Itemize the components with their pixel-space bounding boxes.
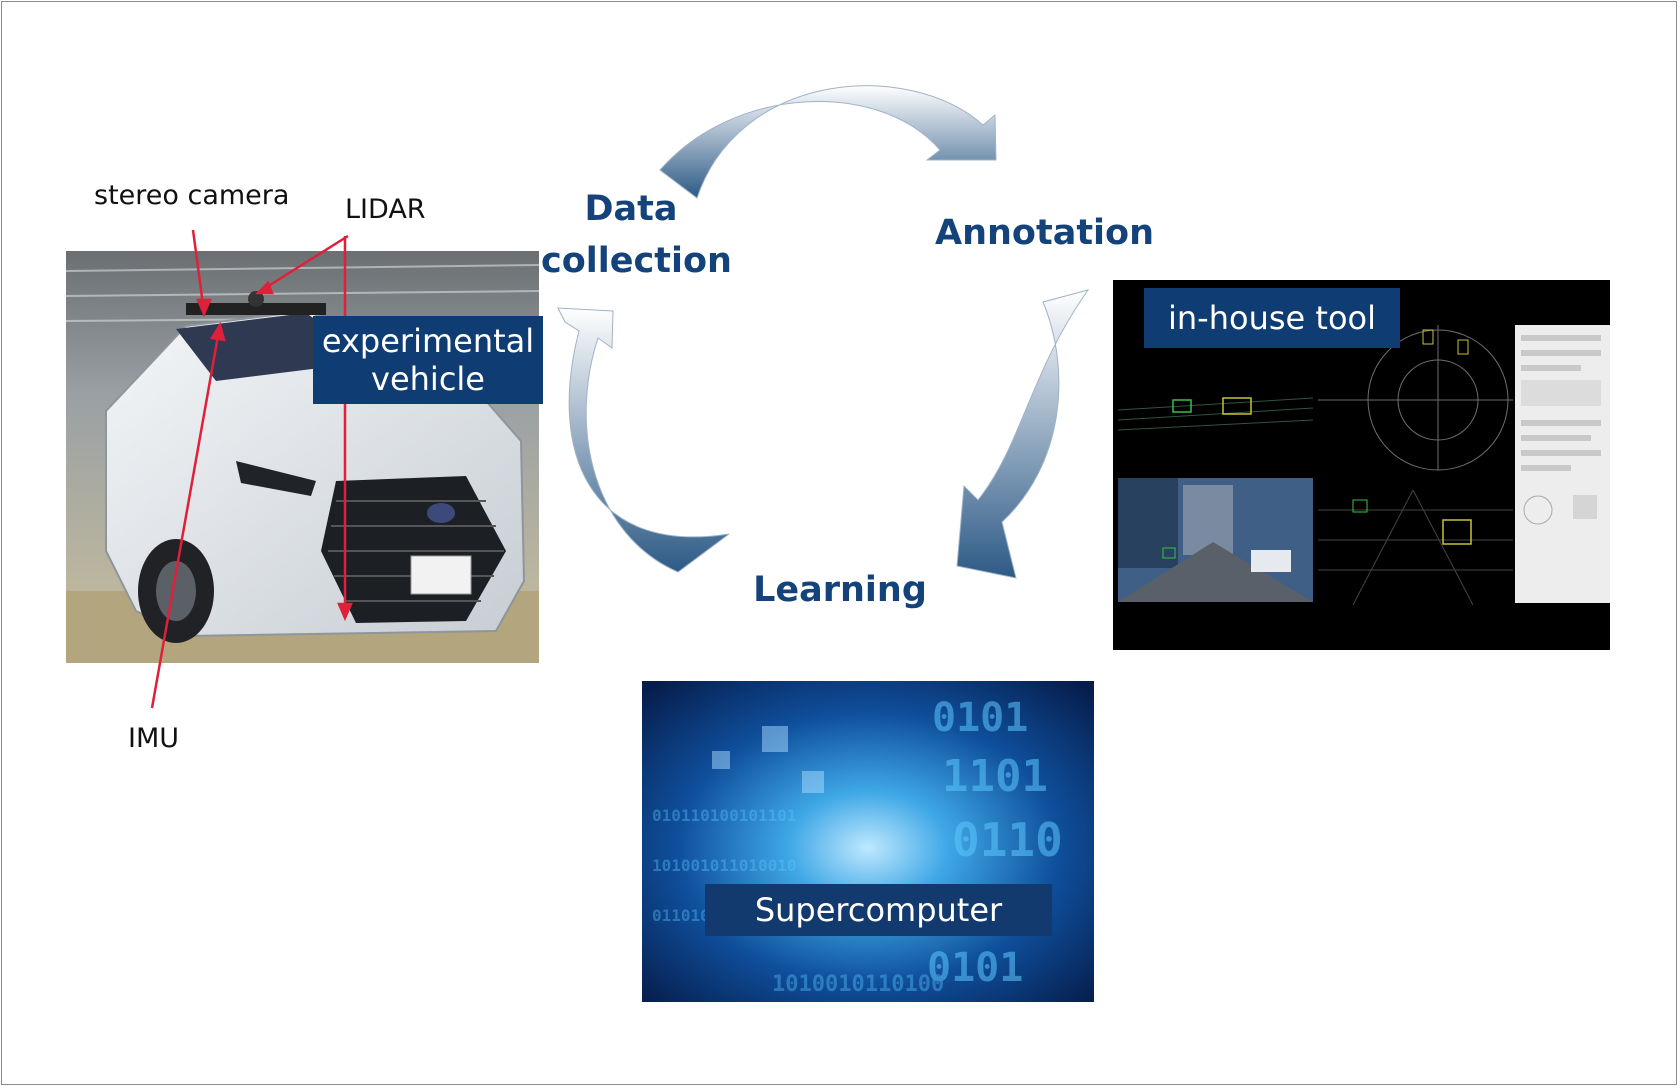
svg-text:1010010110100: 1010010110100: [772, 972, 944, 997]
vehicle-caption-line1: experimental: [321, 322, 535, 360]
svg-text:0101: 0101: [927, 945, 1023, 991]
cycle-arrow-top-icon: [659, 85, 997, 199]
data-collection-label: Data collection: [541, 183, 732, 287]
in-house-tool-caption: in-house tool: [1144, 288, 1400, 348]
svg-text:0110: 0110: [952, 813, 1063, 867]
data-collection-line1: Data: [584, 189, 678, 229]
experimental-vehicle-caption: experimental vehicle: [313, 316, 543, 404]
learning-label: Learning: [753, 570, 927, 610]
svg-text:0101: 0101: [932, 695, 1028, 741]
cycle-arrow-right-icon: [956, 289, 1090, 579]
supercomputer-image: 0101 1101 0110 1001 0101 010110100101101…: [642, 681, 1094, 1002]
data-collection-line2: collection: [541, 241, 732, 281]
svg-text:1101: 1101: [942, 751, 1048, 802]
sensor-pointers: [150, 229, 353, 709]
imu-label: IMU: [128, 723, 180, 754]
svg-text:101001011010010: 101001011010010: [652, 856, 797, 875]
vehicle-caption-line2: vehicle: [371, 360, 485, 398]
annotation-label: Annotation: [935, 213, 1155, 253]
cycle-arrow-left-icon: [557, 307, 730, 573]
lidar-label: LIDAR: [345, 194, 426, 225]
svg-text:010110100101101: 010110100101101: [652, 806, 797, 825]
stereo-camera-label: stereo camera: [94, 180, 290, 211]
supercomputer-caption: Supercomputer: [705, 884, 1052, 936]
